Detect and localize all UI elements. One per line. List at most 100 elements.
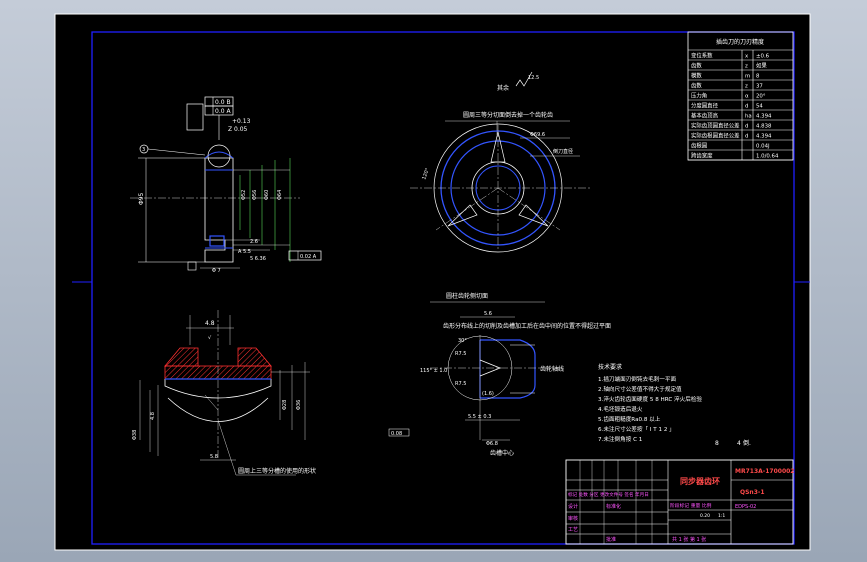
dim-2-6: 2.6 [250, 239, 258, 245]
title-block: 同步器齿环 MR713A-1700002 QSn3-1 EDPS-02 标记 处… [565, 459, 794, 545]
svg-text:√: √ [208, 335, 212, 341]
radius-2: R7.5 [455, 381, 466, 387]
table-cell-sym: z [745, 64, 748, 70]
code: EDPS-02 [735, 504, 756, 510]
header-row: 标记 处数 分区 更改文件号 签名 年月日 [568, 491, 649, 498]
table-cell-val: 37 [756, 84, 763, 90]
gear-axis-label: 齿轮轴线 [540, 365, 564, 373]
roughness-value: 12.5 [528, 75, 539, 81]
scale-value: 1:1 [718, 513, 725, 519]
slot-note: 圆周三等分切面倒去掉一个齿轮齿 [463, 111, 553, 119]
table-cell-name: 分度圆直径 [691, 102, 719, 110]
table-cell-val: 54 [756, 104, 763, 110]
table-cell-sym: m [745, 74, 750, 80]
table-cell-name: 齿数 [691, 62, 702, 70]
table-cell-name: 跨齿宽度 [691, 152, 713, 160]
dim-phi-69: Φ69.6 [530, 132, 545, 138]
tech-item: 3.淬火齿轮齿面硬度 5 8 HRC 淬火后检验 [598, 395, 702, 403]
row-approve: 批准 [606, 536, 616, 543]
gdt-bottom: 0.02 A [300, 254, 317, 260]
dim-phi-28: Φ28 [282, 400, 288, 410]
dim-phi-36: Φ36 [296, 400, 302, 410]
dim-a-5-5: A 5.5 [238, 249, 251, 255]
roughness-label: 其余 [497, 84, 509, 92]
tolerance-upper: +0.13 [232, 118, 251, 125]
lower-left-section-view: 4.8 √ Φ38 4.8 Φ28 Φ36 5.8 [132, 310, 316, 476]
tech-item: 2.轴向尺寸公差值不得大于规定值 [598, 385, 682, 393]
weight-value: 0.20 [700, 513, 710, 519]
table-cell-val: 4.394 [756, 114, 772, 120]
tech-item: 4.毛坯锻造后退火 [598, 405, 643, 413]
table-cell-name: 基本齿顶高 [691, 112, 719, 120]
svg-text:Φ64: Φ64 [277, 190, 283, 200]
table-cell-sym: z [745, 84, 748, 90]
balloon-number: 3 [142, 147, 145, 153]
tech-tail-c: 倒. [743, 439, 751, 447]
technical-requirements: 技术要求 1.插刀端面刃倒钝去毛刺一平面 2.轴向尺寸公差值不得大于规定值 3.淬火… [598, 363, 751, 447]
tech-tail-a: 8 [715, 440, 719, 447]
table-cell-name: 实际齿顶圆直径公差 [691, 122, 740, 130]
table-cell-val: 20° [756, 94, 766, 100]
tooth-centre-label: 齿槽中心 [490, 449, 514, 457]
table-cell-val: 如果 [756, 62, 767, 70]
table-cell-sym: ha [745, 114, 752, 120]
part-name: 同步器齿环 [680, 476, 720, 486]
material: QSn3-1 [740, 489, 765, 496]
radius-1: R7.5 [455, 351, 466, 357]
table-cell-sym: x [745, 54, 749, 60]
dim-cutter-dia: 倒刀直径 [553, 148, 573, 155]
dim-1-6: (1.6) [482, 391, 494, 397]
inner-frame [91, 31, 795, 545]
drawing-number: MR713A-1700002 [735, 468, 794, 475]
table-cell-val: ±0.6 [756, 54, 770, 60]
dim-phi-38: Φ38 [132, 430, 138, 440]
tech-item: 7.未注倒角按 C 1 [598, 435, 643, 443]
row-process: 工艺 [568, 527, 578, 533]
svg-text:Φ52: Φ52 [241, 190, 247, 200]
svg-text:Φ56: Φ56 [252, 190, 258, 200]
angle-30: 30° [458, 338, 467, 344]
dim-outer-diameter: Φ95 [138, 192, 145, 205]
tech-item: 1.插刀端面刃倒钝去毛刺一平面 [598, 375, 676, 383]
surface-treatment-tag: 0.08 [391, 431, 402, 437]
dim-115: 115° ± 1.0 [420, 368, 447, 374]
table-cell-name: 实际齿根圆直径公差 [691, 132, 740, 140]
table-cell-name: 齿数 [691, 82, 702, 90]
gdt-frame-2: 0.0 A [215, 108, 231, 115]
tech-item: 6.未注尺寸公差按「 I T 1 2 」 [598, 425, 675, 433]
row-design: 设计 [568, 503, 578, 510]
row-standard: 标准化 [606, 503, 621, 510]
sheet-info: 共 1 张 第 1 张 [672, 536, 706, 543]
flank-note: 齿形分布线上的切削及齿槽加工后在齿中间的位置不得超过平面 [443, 322, 611, 330]
dim-phi-7: Φ 7 [212, 268, 221, 274]
front-circular-view: 12.5 其余 圆周三等分切面倒去掉一个齿轮齿 Φ69.6 倒刀直径 120° [410, 71, 590, 253]
tolerance-lower: Z 0.05 [228, 126, 248, 133]
table-cell-sym: α [745, 94, 749, 100]
section-label: 圆柱齿轮侧切面 [446, 292, 488, 300]
table-cell-name: 齿根圆 [691, 142, 707, 150]
lower-right-tooth-detail: 圆柱齿轮侧切面 5.6 齿形分布线上的切削及齿槽加工后在齿中间的位置不得超过平面… [388, 292, 611, 457]
left-sectional-view: 0.0 B 0.0 A +0.13 Z 0.05 3 Φ95 Φ52 Φ56 [130, 96, 322, 274]
table-cell-name: 压力角 [691, 92, 707, 100]
dim-4-8-side: 4.8 [150, 412, 156, 420]
gdt-frame-1: 0.0 B [215, 99, 231, 106]
table-cell-name: 变位系数 [691, 52, 713, 60]
row-review: 审核 [568, 515, 578, 522]
dim-5-5: 5.5 ± 0.3 [468, 414, 491, 420]
tech-title: 技术要求 [598, 363, 622, 371]
angle-label: 120° [421, 167, 431, 181]
table-cell-val: 0.04J [756, 144, 770, 150]
groove-note: 圆周上三等分槽的使用的形状 [238, 467, 316, 475]
svg-text:Φ60: Φ60 [264, 190, 270, 200]
table-title: 插齿刀的刀刃精度 [716, 38, 764, 46]
table-cell-sym: d [745, 104, 748, 110]
table-cell-name: 模数 [691, 72, 702, 80]
drawing-sheet [55, 14, 810, 550]
dim-bottom: 5 6.36 [250, 256, 266, 262]
tech-tail-b: 4 [737, 440, 741, 447]
dim-phi-6-8: Φ6.8 [486, 441, 498, 447]
table-cell-val: 8 [756, 74, 760, 80]
dim-5-8: 5.8 [210, 454, 218, 460]
